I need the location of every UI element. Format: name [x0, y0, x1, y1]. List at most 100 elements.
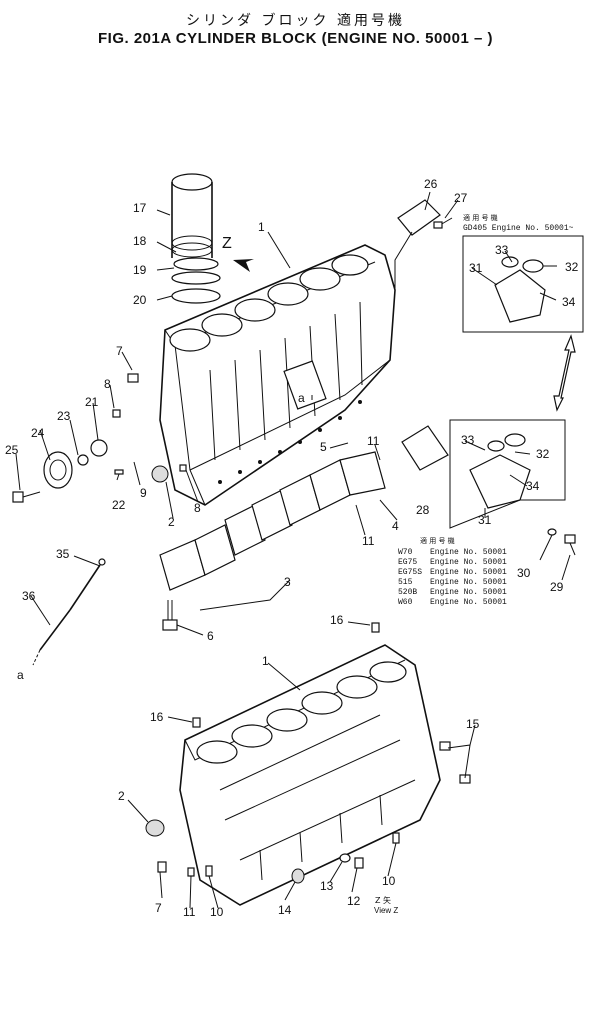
dowel-pin	[112, 409, 121, 418]
cam-bushing-lower	[145, 819, 165, 837]
thermostat-housing-inset-bottom	[449, 419, 566, 529]
app-model-0: W70	[398, 548, 413, 557]
callout-23: 23	[57, 409, 71, 423]
callout-1: 1	[258, 220, 265, 234]
diagram-title: FIG. 201A CYLINDER BLOCK (ENGINE NO. 500…	[97, 30, 494, 47]
callout-25: 25	[5, 443, 19, 457]
callout-29: 29	[550, 580, 564, 594]
callout-12: 12	[347, 894, 361, 908]
housing-washer	[547, 528, 557, 536]
equivalence-double-arrow	[553, 334, 576, 412]
callout-19: 19	[133, 263, 147, 277]
callout-27: 27	[454, 191, 468, 205]
callout-32b: 32	[536, 447, 550, 461]
callout-13: 13	[320, 879, 334, 893]
lower-cylinder-block	[179, 644, 441, 906]
callout-22: 22	[112, 498, 126, 512]
view-label: View Z	[374, 906, 398, 915]
app-engine-2: Engine No. 50001	[430, 568, 507, 577]
view-label-japanese: Z 矢	[375, 895, 391, 905]
housing-bolt	[564, 534, 576, 556]
callout-9: 9	[140, 486, 147, 500]
callout-2: 2	[168, 515, 175, 529]
app-engine-0: Engine No. 50001	[430, 548, 507, 557]
callout-16: 16	[330, 613, 344, 627]
view-z-arrow	[233, 259, 254, 272]
callout-33b: 33	[461, 433, 475, 447]
pin-bottom-10	[392, 832, 400, 844]
applicability-bottom-list: 適 用 号 機 W70 Engine No. 50001 EG75 Engine…	[398, 536, 507, 607]
plug-top-upper	[371, 622, 380, 633]
diagram-title-japanese: シリンダ ブロック 適用号機	[186, 13, 405, 29]
app-engine-3: Engine No. 50001	[430, 578, 507, 587]
app-model-1: EG75	[398, 558, 417, 567]
liner-seal-ring	[173, 257, 219, 271]
callout-21: 21	[85, 395, 99, 409]
app-model-2: EG75S	[398, 568, 422, 577]
callout-7b: 7	[155, 901, 162, 915]
applicability-top-header: 適 用 号 機	[463, 213, 498, 222]
callout-11b: 11	[362, 534, 375, 548]
callout-5: 5	[320, 440, 327, 454]
app-model-3: 515	[398, 578, 413, 587]
callout-6: 6	[207, 629, 214, 643]
callout-36: 36	[22, 589, 36, 603]
plug-top-lower	[192, 717, 201, 728]
oil-level-gauge	[69, 558, 106, 611]
callout-26: 26	[424, 177, 438, 191]
cylinder-liner	[171, 173, 213, 258]
washer-bottom-13	[339, 853, 351, 863]
callout-16b: 16	[150, 710, 164, 724]
callout-20: 20	[133, 293, 147, 307]
callout-32a: 32	[565, 260, 579, 274]
oil-gauge-guide-pipe	[32, 609, 71, 666]
callout-33a: 33	[495, 243, 509, 257]
view-marker-z: Z	[222, 235, 232, 252]
callout-17: 17	[133, 201, 147, 215]
callout-30: 30	[517, 566, 531, 580]
upper-cylinder-block	[159, 244, 396, 506]
callout-35: 35	[56, 547, 70, 561]
callout-10: 10	[210, 905, 224, 919]
app-model-5: W60	[398, 598, 413, 607]
callout-34b: 34	[526, 479, 540, 493]
callout-4: 4	[392, 519, 399, 533]
block-plug	[127, 373, 139, 383]
applicability-top-line: GD405 Engine No. 50001~	[463, 224, 574, 233]
app-engine-4: Engine No. 50001	[430, 588, 507, 597]
dowel-bottom	[187, 867, 195, 877]
ref-a-lower: a	[17, 668, 24, 682]
idler-gear-bolt	[12, 491, 41, 503]
callout-14: 14	[278, 903, 292, 917]
callout-34a: 34	[562, 295, 576, 309]
ref-a-upper: a	[298, 391, 305, 405]
block-bolt-row	[218, 400, 362, 484]
callout-3: 3	[284, 575, 291, 589]
callout-24: 24	[31, 426, 45, 440]
app-engine-1: Engine No. 50001	[430, 558, 507, 567]
callout-31a: 31	[469, 261, 483, 275]
callout-8b: 8	[194, 501, 201, 515]
cam-bushing	[151, 465, 169, 483]
applicability-bottom-header: 適 用 号 機	[420, 536, 455, 545]
callout-1b: 1	[262, 654, 269, 668]
cover-bolt	[433, 217, 453, 229]
leader-lines	[15, 191, 571, 909]
callout-28: 28	[416, 503, 430, 517]
idler-gear-assembly	[43, 439, 124, 489]
callout-11c: 11	[183, 905, 196, 919]
callout-8: 8	[104, 377, 111, 391]
housing-gasket	[401, 425, 449, 471]
callout-numbers: 1 17 18 19 20 26 27 31 33 32 34 7 8 21 2…	[5, 177, 579, 919]
liner-o-ring-lower	[171, 288, 221, 304]
liner-o-ring	[171, 271, 221, 285]
callout-15: 15	[466, 717, 480, 731]
bolt-bottom-12	[354, 857, 364, 869]
main-bearing-caps	[159, 451, 386, 591]
callout-7: 7	[116, 344, 123, 358]
app-engine-5: Engine No. 50001	[430, 598, 507, 607]
main-cap-bolt	[162, 600, 178, 631]
bolt-bottom-14	[291, 868, 305, 884]
app-model-4: 520B	[398, 588, 417, 597]
